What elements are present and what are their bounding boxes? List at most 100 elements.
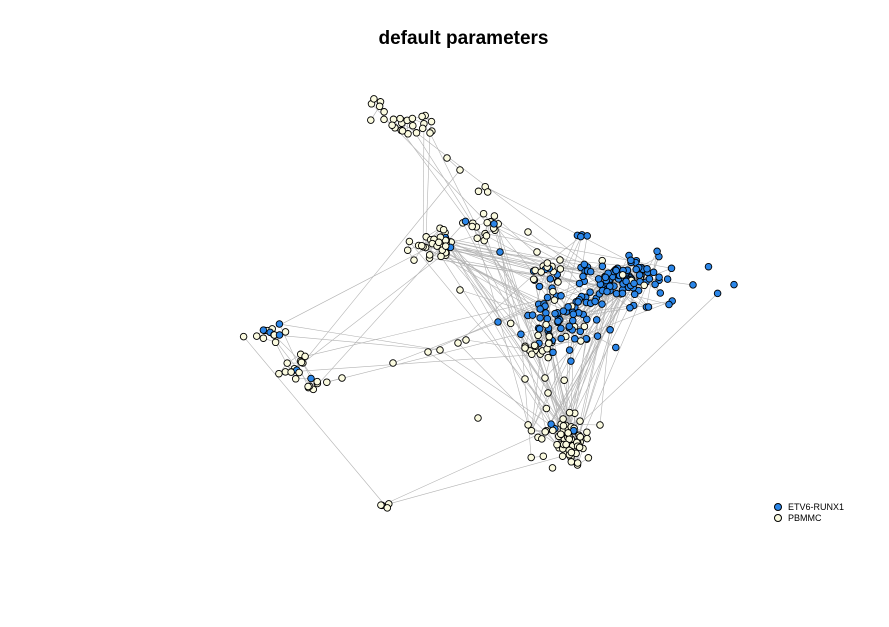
node-pbmmc [436,346,444,354]
node-pbmmc [462,336,470,344]
node-pbmmc [454,339,462,347]
edge [445,252,616,348]
node-pbmmc [483,218,491,227]
node-pbmmc [538,435,546,443]
legend-label: PBMMC [788,512,822,523]
edge [439,228,581,437]
node-etv6-runx1 [632,265,640,274]
node-etv6-runx1 [543,293,552,302]
node-etv6-runx1 [565,346,574,354]
node-etv6-runx1 [567,357,575,365]
node-pbmmc [524,228,532,236]
node-pbmmc [426,129,434,137]
node-pbmmc [567,458,576,466]
node-etv6-runx1 [494,318,502,326]
edge [546,274,640,431]
node-etv6-runx1 [656,289,665,297]
legend-item-etv6-runx1: ETV6-RUNX1 [774,501,844,512]
node-pbmmc [537,268,545,276]
node-etv6-runx1 [535,325,544,333]
node-etv6-runx1 [576,327,585,336]
node-pbmmc [443,154,451,162]
node-pbmmc [539,452,548,460]
node-pbmmc [564,429,572,437]
node-etv6-runx1 [730,280,738,289]
edge [445,242,575,429]
node-etv6-runx1 [517,330,525,338]
node-pbmmc [576,433,584,441]
node-pbmmc [295,368,303,377]
node-etv6-runx1 [569,310,578,318]
node-pbmmc [301,352,309,361]
node-pbmmc [441,242,450,250]
node-pbmmc [398,127,407,135]
node-etv6-runx1 [571,335,579,343]
legend-swatch-etv6-runx1 [774,502,782,511]
node-pbmmc [565,408,574,417]
edge [457,342,546,433]
edge [409,241,569,434]
node-pbmmc [575,443,584,452]
node-etv6-runx1 [543,314,552,323]
node-pbmmc [548,464,557,472]
node-etv6-runx1 [536,314,544,322]
node-etv6-runx1 [551,309,559,318]
edge [547,236,582,264]
edge [559,300,673,321]
node-etv6-runx1 [713,289,722,298]
node-pbmmc [529,275,538,283]
edge [291,252,446,373]
edge [451,241,526,348]
node-pbmmc [283,359,291,367]
edge [599,269,616,426]
edge [272,242,439,330]
edge [436,245,547,314]
node-pbmmc [541,428,549,436]
edge [425,247,559,323]
node-etv6-runx1 [667,264,676,273]
node-etv6-runx1 [593,332,602,340]
edge [446,243,535,346]
node-pbmmc [558,452,567,460]
node-etv6-runx1 [535,282,544,291]
legend-item-pbmmc: PBMMC [774,512,844,523]
node-pbmmc [424,348,432,356]
edge [302,169,461,364]
node-pbmmc [556,265,565,273]
edge [485,233,672,269]
edge [381,423,562,506]
node-etv6-runx1 [618,289,627,298]
node-pbmmc [596,421,604,429]
edge [446,240,550,343]
node-pbmmc [618,271,627,279]
edge [531,303,591,431]
edge [291,353,541,373]
node-pbmmc [408,114,417,123]
node-etv6-runx1 [649,268,658,277]
node-pbmmc [542,404,551,413]
node-etv6-runx1 [546,275,555,283]
node-etv6-runx1 [577,232,585,241]
edge [273,334,441,351]
edge [520,334,532,458]
node-pbmmc [291,375,300,383]
node-pbmmc [544,353,552,362]
node-etv6-runx1 [496,248,504,256]
node-pbmmc [396,114,404,123]
node-etv6-runx1 [643,265,651,273]
edge [476,238,529,425]
node-etv6-runx1 [259,326,268,334]
node-etv6-runx1 [644,303,653,311]
node-etv6-runx1 [275,331,284,339]
node-pbmmc [275,369,283,378]
nodes-layer [239,95,738,512]
node-etv6-runx1 [653,247,661,256]
node-etv6-runx1 [622,277,630,286]
node-pbmmc [482,232,491,240]
node-etv6-runx1 [645,275,654,283]
node-pbmmc [474,187,483,196]
node-pbmmc [527,426,536,435]
node-pbmmc [583,428,591,436]
node-pbmmc [297,358,306,367]
node-etv6-runx1 [655,273,663,281]
